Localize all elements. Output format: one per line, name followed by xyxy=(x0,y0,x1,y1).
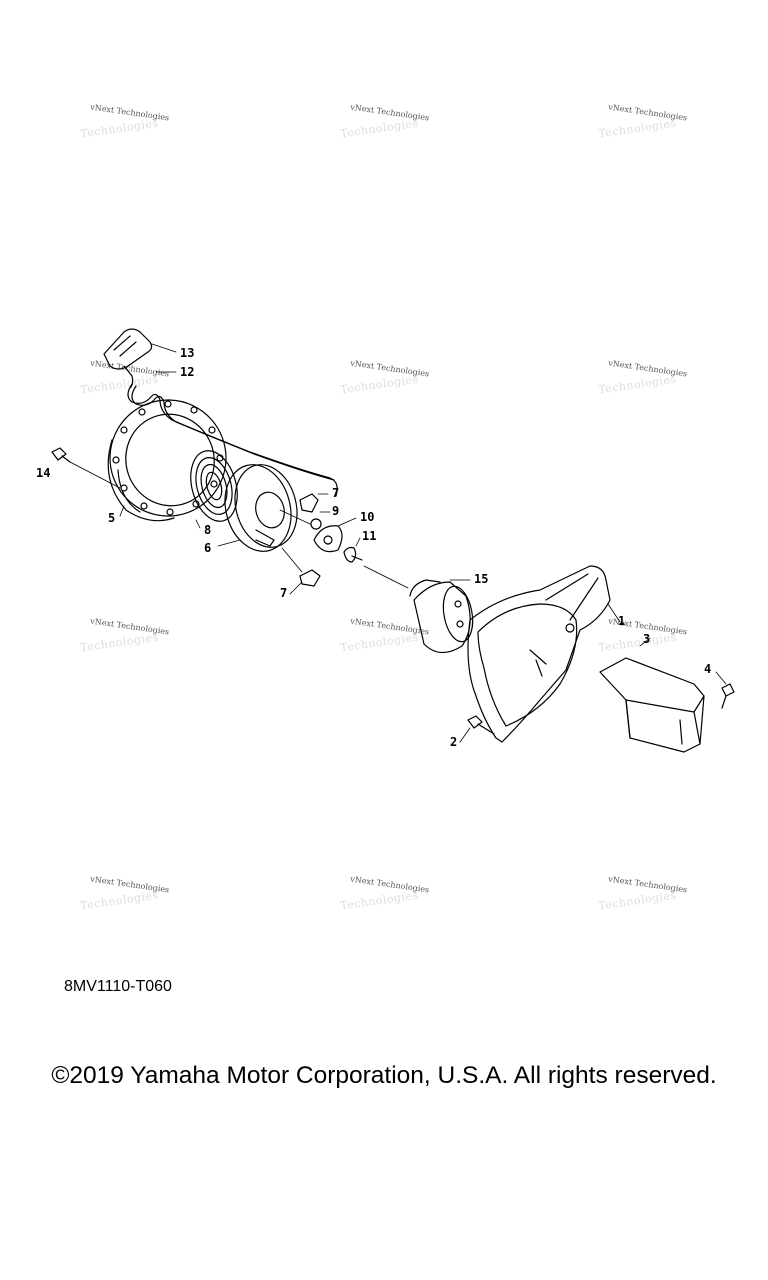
bolt-14 xyxy=(51,447,71,463)
leader-line xyxy=(289,581,303,595)
starter-handle xyxy=(103,328,153,389)
starter-cup xyxy=(409,579,474,654)
leader-line xyxy=(363,565,409,589)
housing-hole xyxy=(120,484,128,492)
leader-line xyxy=(337,517,357,527)
fan-shroud xyxy=(467,565,611,743)
callout-2: 2 xyxy=(450,735,457,749)
leader-line xyxy=(151,343,177,353)
callout-3: 3 xyxy=(643,632,650,646)
callout-7: 7 xyxy=(332,486,339,500)
housing-hole xyxy=(120,426,128,434)
housing-hole xyxy=(190,406,198,414)
housing-hole xyxy=(166,508,174,516)
recoil-housing xyxy=(107,399,227,522)
copyright-notice: ©2019 Yamaha Motor Corporation, U.S.A. A… xyxy=(51,1062,717,1089)
leader-line xyxy=(607,603,621,623)
callout-15: 15 xyxy=(474,572,488,586)
leader-line xyxy=(69,461,121,489)
housing-hole xyxy=(140,502,148,510)
housing-hole xyxy=(210,480,218,488)
pawl-spring xyxy=(310,518,322,530)
housing-hole xyxy=(164,400,172,408)
starter-rope xyxy=(131,385,335,481)
leader-line xyxy=(119,505,125,517)
callout-7: 7 xyxy=(280,586,287,600)
callout-11: 11 xyxy=(362,529,376,543)
callout-1: 1 xyxy=(618,614,625,628)
leader-line xyxy=(279,509,311,525)
leader-line xyxy=(639,637,651,647)
leader-line xyxy=(459,727,471,743)
screw-4 xyxy=(721,683,735,709)
callout-5: 5 xyxy=(108,511,115,525)
leader-line xyxy=(715,671,727,685)
housing-hole xyxy=(208,426,216,434)
housing-hole xyxy=(138,408,146,416)
exploded-parts-diagram: 13 12 14 5 8 6 7 9 10 11 7 15 1 3 4 2 xyxy=(36,328,735,753)
leader-line xyxy=(195,519,201,529)
bolt-2 xyxy=(467,715,495,735)
air-duct xyxy=(599,657,705,753)
leader-line xyxy=(355,537,361,547)
housing-hole xyxy=(112,456,120,464)
callout-4: 4 xyxy=(704,662,711,676)
ratchet-pawl xyxy=(299,569,321,587)
diagram-code: 8MV1110-T060 xyxy=(64,978,172,995)
callout-10: 10 xyxy=(360,510,374,524)
callout-9: 9 xyxy=(332,504,339,518)
recoil-spring xyxy=(190,450,238,522)
callout-14: 14 xyxy=(36,466,50,480)
callout-6: 6 xyxy=(204,541,211,555)
callout-12: 12 xyxy=(180,365,194,379)
rope-reel xyxy=(224,464,298,552)
callout-8: 8 xyxy=(204,523,211,537)
friction-plate xyxy=(313,525,343,553)
ratchet-pawl xyxy=(299,493,319,513)
callout-13: 13 xyxy=(180,346,194,360)
leader-line xyxy=(281,547,303,573)
center-screw xyxy=(343,546,363,563)
leader-line xyxy=(217,539,241,547)
